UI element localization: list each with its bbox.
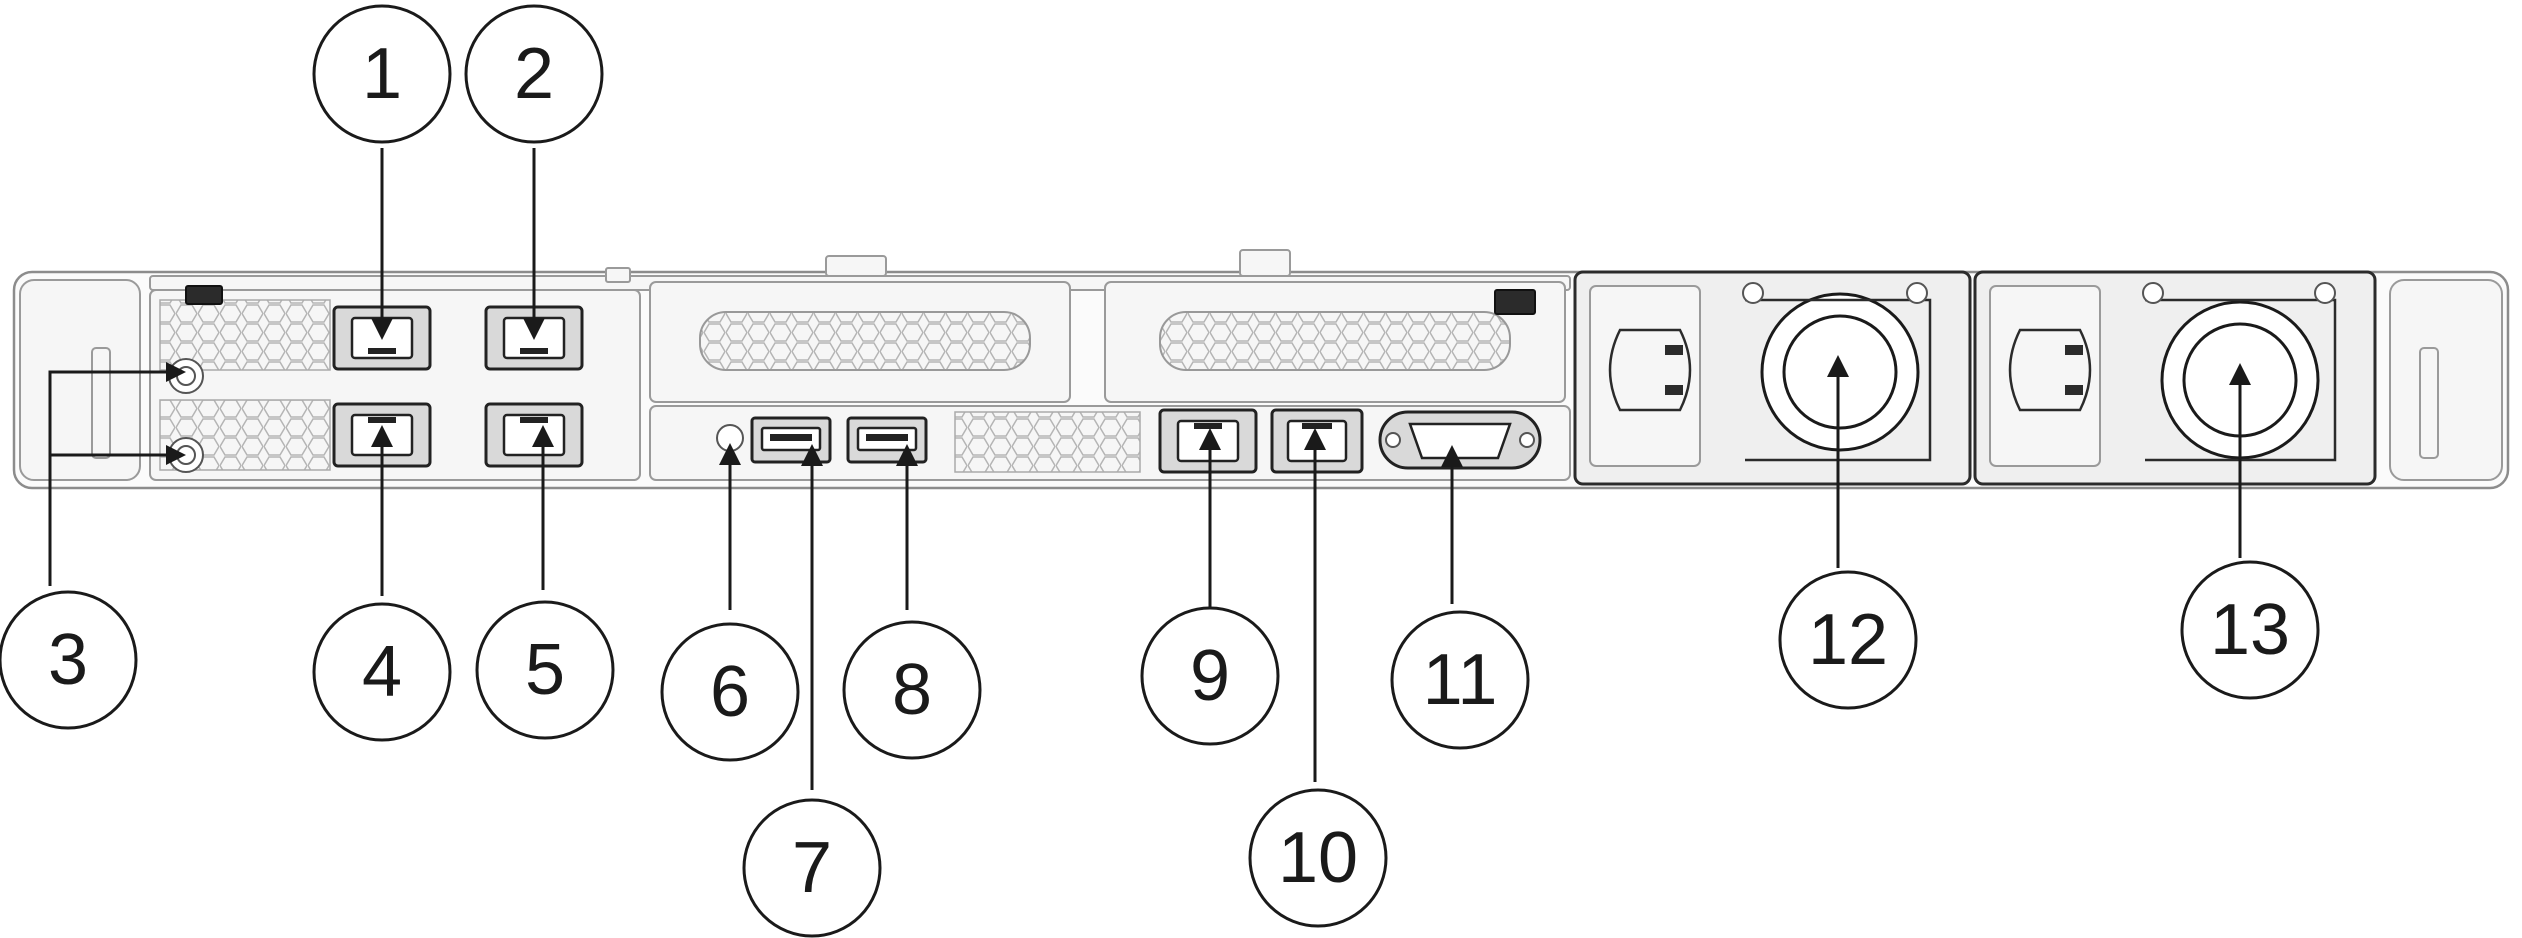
network-port-5[interactable] (484, 402, 584, 468)
svg-text:12: 12 (1808, 600, 1888, 680)
callout-12: 12 (1778, 570, 1918, 710)
svg-text:9: 9 (1190, 636, 1230, 716)
svg-text:11: 11 (1423, 640, 1498, 720)
svg-text:6: 6 (710, 652, 750, 732)
callout-10: 10 (1248, 788, 1388, 928)
callout-11: 11 (1390, 610, 1530, 750)
callout-7: 7 (742, 798, 882, 938)
svg-text:1: 1 (362, 34, 402, 114)
callout-13: 13 (2180, 560, 2320, 700)
callout-6: 6 (660, 622, 800, 762)
callout-2: 2 (464, 4, 604, 144)
svg-text:13: 13 (2210, 590, 2290, 670)
svg-text:5: 5 (525, 630, 565, 710)
callout-4: 4 (312, 602, 452, 742)
callout-3: 3 (0, 590, 138, 730)
leader-lines (48, 148, 2251, 790)
usb-port-8[interactable] (846, 416, 928, 464)
callout-8: 8 (842, 620, 982, 760)
center-io-panel (649, 405, 1571, 481)
callouts: 1 2 3 4 5 6 7 8 (0, 4, 2320, 938)
usb-port-7[interactable] (750, 416, 832, 464)
svg-text:3: 3 (48, 620, 88, 700)
svg-text:10: 10 (1278, 818, 1358, 898)
svg-text:8: 8 (892, 650, 932, 730)
power-supply-2[interactable] (1973, 270, 2377, 486)
network-module (149, 285, 641, 481)
svg-text:7: 7 (792, 828, 832, 908)
callout-1: 1 (312, 4, 452, 144)
vga-port-11[interactable] (1378, 410, 1542, 470)
svg-text:4: 4 (362, 632, 402, 712)
left-rack-ear (19, 279, 141, 481)
power-supply-1[interactable] (1573, 270, 1972, 486)
svg-text:2: 2 (514, 34, 554, 114)
right-rack-ear (2389, 279, 2503, 481)
callout-5: 5 (475, 600, 615, 740)
callout-9: 9 (1140, 606, 1280, 746)
pcie-riser-slots (649, 281, 1566, 403)
